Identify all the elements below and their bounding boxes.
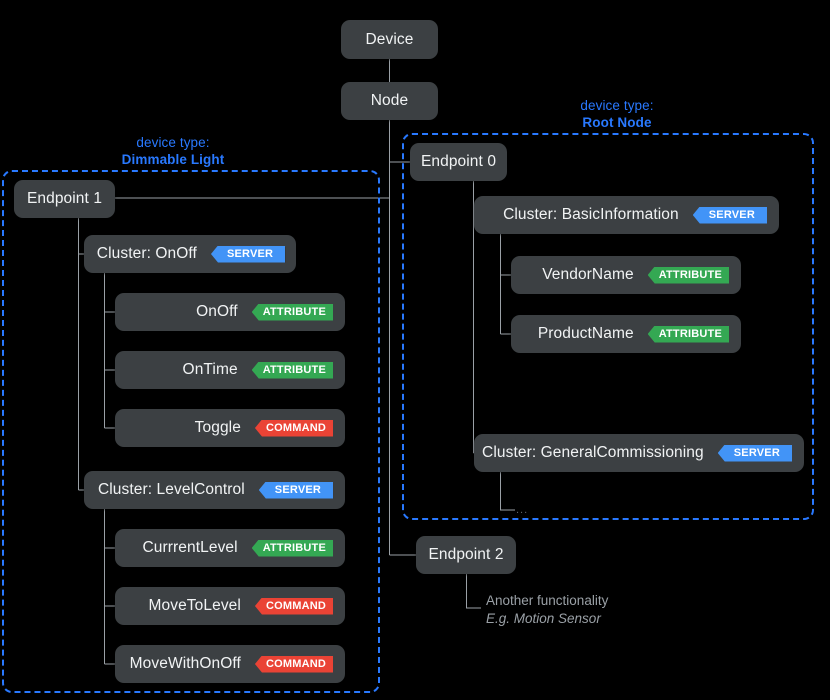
endpoint-2-note-line1: Another functionality — [486, 593, 609, 608]
command-movetolevel-label: MoveToLevel — [148, 597, 241, 614]
badge-command: COMMAND — [254, 597, 333, 615]
node-node[interactable]: Node — [341, 82, 438, 120]
attribute-productname-label: ProductName — [537, 325, 634, 342]
device-type-group-dimmable-light — [2, 170, 380, 693]
device-type-name: Root Node — [582, 115, 652, 130]
device-type-label-dimmable-light: device type: Dimmable Light — [100, 134, 246, 168]
node-endpoint-0[interactable]: Endpoint 0 — [410, 143, 507, 181]
more-items-ellipsis: ... — [516, 504, 529, 516]
cluster-levelcontrol-label: Cluster: LevelControl — [97, 481, 245, 498]
attribute-currrentlevel-label: CurrrentLevel — [142, 539, 238, 556]
attribute-vendorname-label: VendorName — [542, 266, 634, 283]
badge-server: SERVER — [692, 206, 767, 224]
attribute-onoff[interactable]: OnOff ATTRIBUTE — [115, 293, 345, 331]
badge-server: SERVER — [258, 481, 334, 499]
device-type-prefix: device type: — [580, 98, 654, 113]
endpoint-2-note-line2: E.g. Motion Sensor — [486, 611, 601, 626]
badge-command: COMMAND — [254, 655, 333, 673]
node-device-label: Device — [365, 30, 414, 48]
device-type-name: Dimmable Light — [121, 152, 225, 167]
command-movetolevel[interactable]: MoveToLevel COMMAND — [115, 587, 345, 625]
device-type-prefix: device type: — [136, 135, 210, 150]
badge-attribute: ATTRIBUTE — [251, 303, 333, 321]
command-toggle-label: Toggle — [194, 419, 241, 436]
badge-server: SERVER — [210, 245, 286, 263]
cluster-generalcommissioning[interactable]: Cluster: GeneralCommissioning SERVER — [474, 434, 804, 472]
node-endpoint-2[interactable]: Endpoint 2 — [416, 536, 516, 574]
attribute-ontime[interactable]: OnTime ATTRIBUTE — [115, 351, 345, 389]
command-movewithonoff-label: MoveWithOnOff — [129, 655, 241, 672]
cluster-levelcontrol[interactable]: Cluster: LevelControl SERVER — [84, 471, 345, 509]
attribute-onoff-label: OnOff — [196, 303, 238, 320]
command-toggle[interactable]: Toggle COMMAND — [115, 409, 345, 447]
badge-attribute: ATTRIBUTE — [647, 325, 729, 343]
cluster-onoff[interactable]: Cluster: OnOff SERVER — [84, 235, 296, 273]
badge-attribute: ATTRIBUTE — [251, 361, 333, 379]
badge-attribute: ATTRIBUTE — [647, 266, 729, 284]
node-device[interactable]: Device — [341, 20, 438, 59]
node-endpoint-2-label: Endpoint 2 — [428, 546, 504, 563]
badge-server: SERVER — [717, 444, 792, 462]
attribute-productname[interactable]: ProductName ATTRIBUTE — [511, 315, 741, 353]
command-movewithonoff[interactable]: MoveWithOnOff COMMAND — [115, 645, 345, 683]
node-endpoint-1[interactable]: Endpoint 1 — [14, 180, 115, 218]
attribute-ontime-label: OnTime — [182, 361, 238, 378]
attribute-currrentlevel[interactable]: CurrrentLevel ATTRIBUTE — [115, 529, 345, 567]
device-type-label-root-node: device type: Root Node — [545, 97, 689, 131]
node-node-label: Node — [370, 92, 409, 109]
endpoint-2-note: Another functionality E.g. Motion Sensor — [486, 592, 608, 628]
cluster-onoff-label: Cluster: OnOff — [96, 245, 197, 262]
badge-attribute: ATTRIBUTE — [251, 539, 333, 557]
node-endpoint-0-label: Endpoint 0 — [420, 153, 497, 170]
cluster-basicinformation[interactable]: Cluster: BasicInformation SERVER — [474, 196, 779, 234]
cluster-generalcommissioning-label: Cluster: GeneralCommissioning — [482, 444, 704, 461]
node-endpoint-1-label: Endpoint 1 — [26, 190, 103, 207]
cluster-basicinformation-label: Cluster: BasicInformation — [503, 206, 679, 223]
attribute-vendorname[interactable]: VendorName ATTRIBUTE — [511, 256, 741, 294]
badge-command: COMMAND — [254, 419, 333, 437]
device-type-group-root-node — [402, 133, 814, 520]
